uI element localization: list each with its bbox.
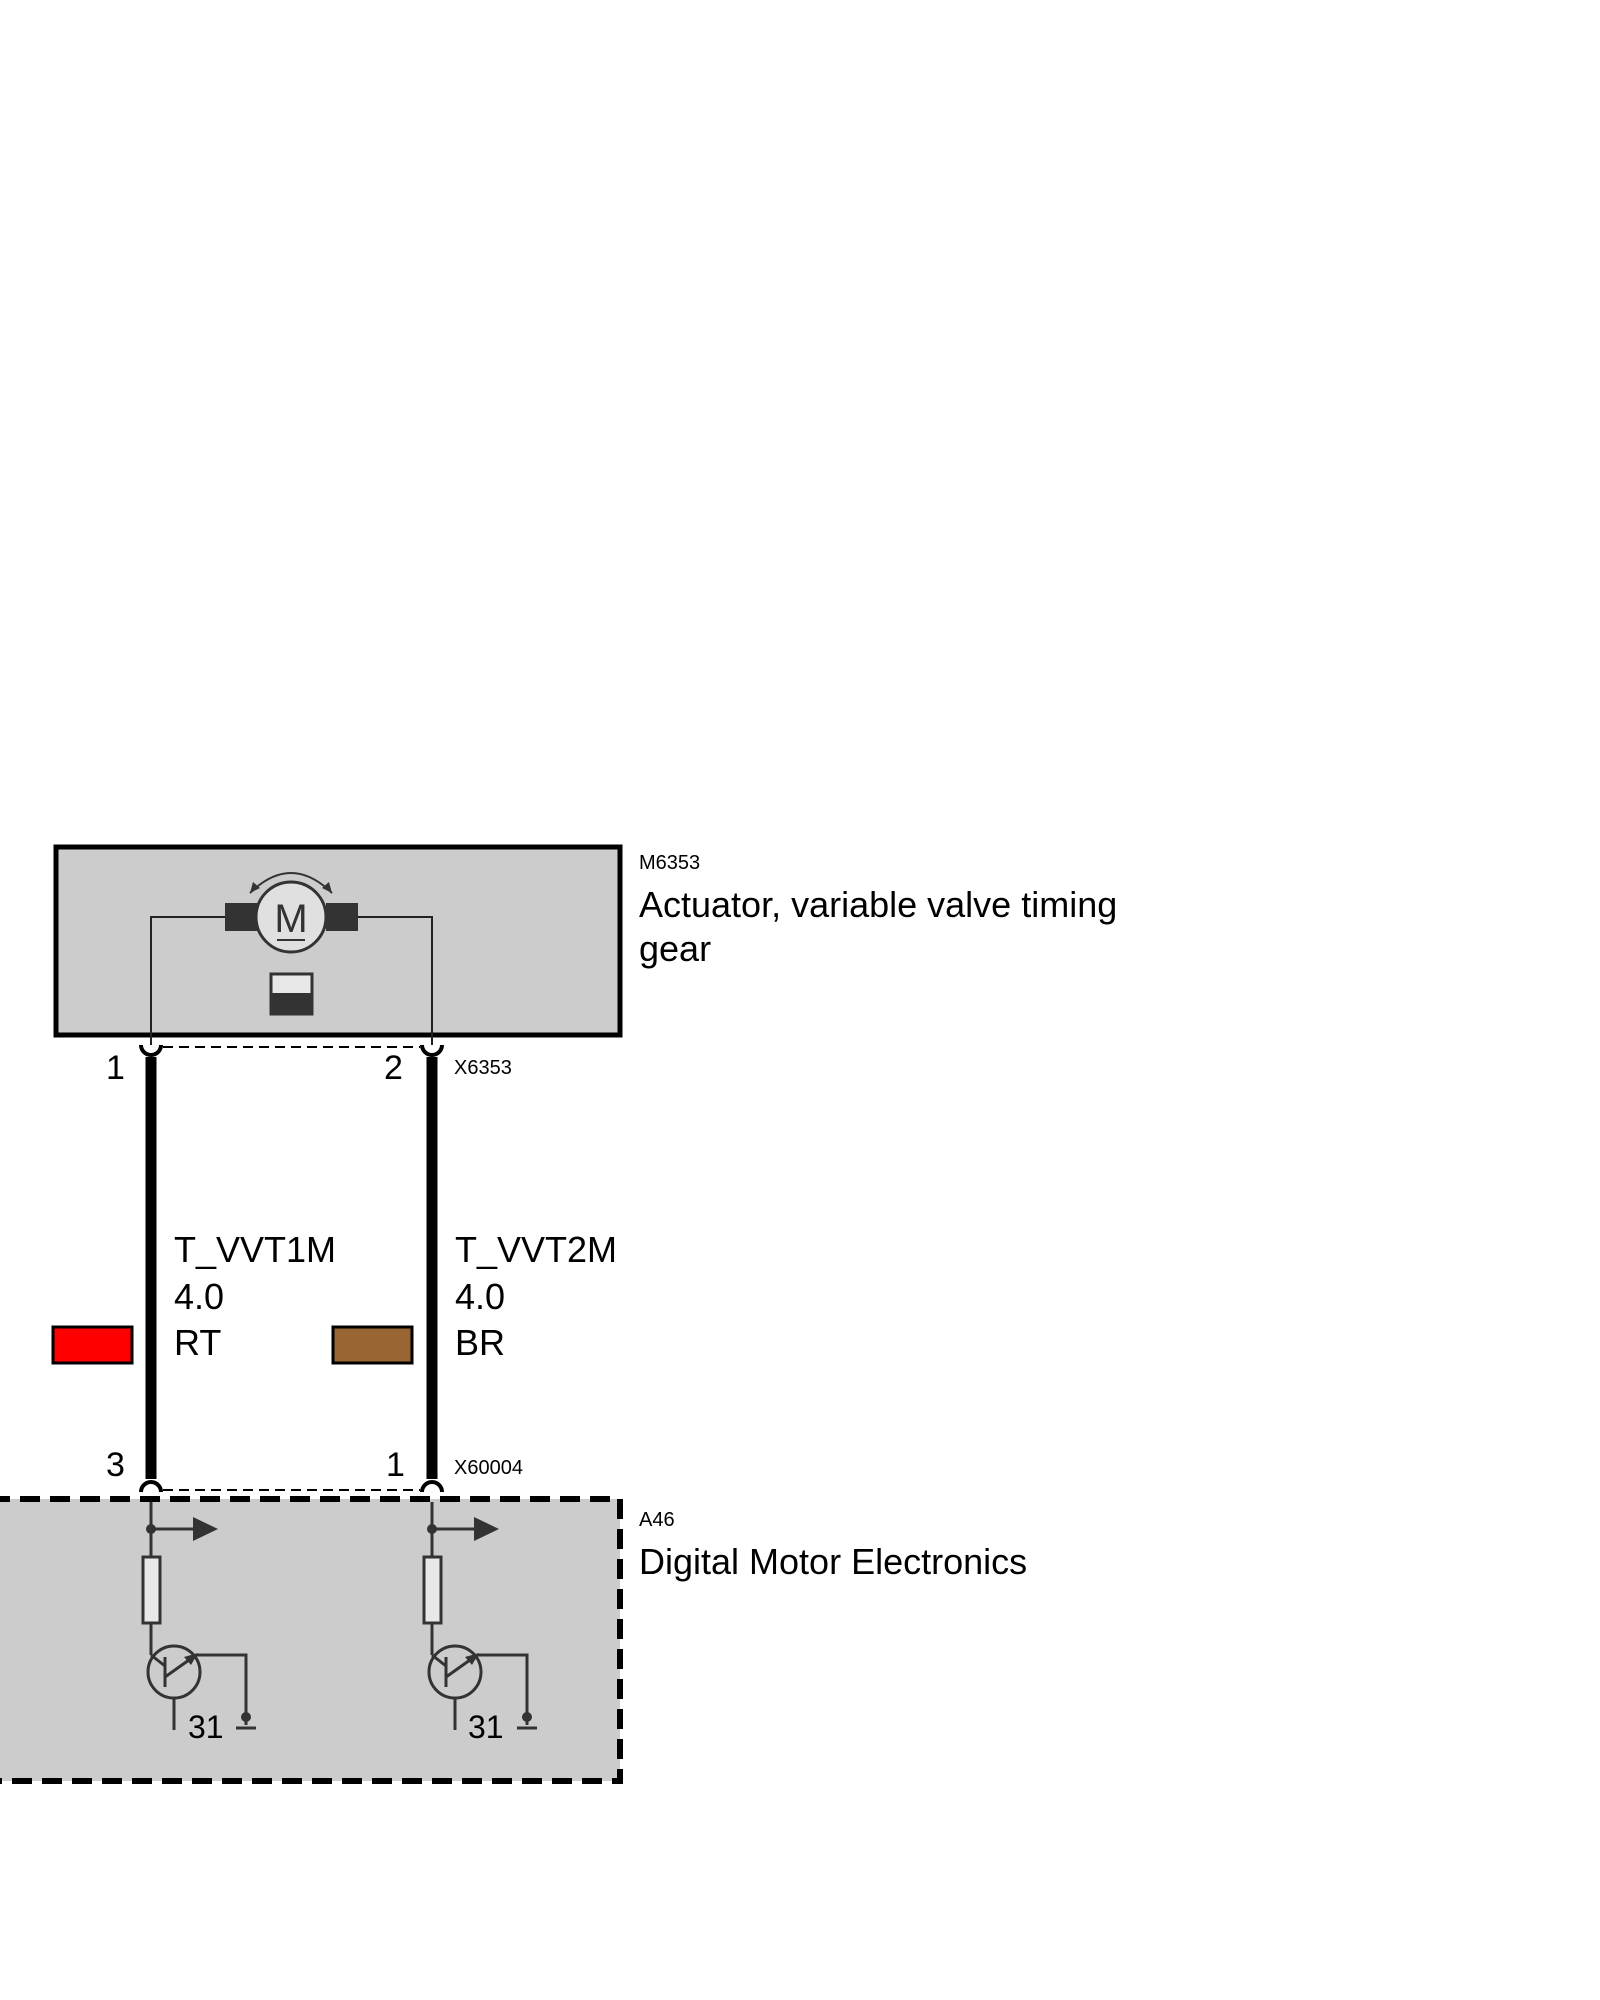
wire-2-size: 4.0	[455, 1276, 505, 1317]
wire-1-signal: T_VVT1M	[174, 1229, 336, 1270]
wire-1-size: 4.0	[174, 1276, 224, 1317]
actuator-title-2: gear	[639, 928, 711, 969]
wire-2-signal: T_VVT2M	[455, 1229, 617, 1270]
transistor-icon	[427, 1644, 483, 1730]
ground-label-right: 31	[468, 1709, 504, 1745]
resistor-icon	[422, 1555, 443, 1625]
actuator-title-1: Actuator, variable valve timing	[639, 884, 1117, 925]
connector-bottom-id: X60004	[454, 1457, 523, 1479]
connector-x60004	[139, 1480, 444, 1493]
output-stage-left	[141, 1502, 256, 1730]
wire-2-color-swatch	[331, 1325, 414, 1365]
connector-top-pin-right: 2	[384, 1049, 403, 1087]
ground-label-left: 31	[188, 1709, 224, 1745]
signal-arrow-icon	[474, 1517, 499, 1541]
control-unit-housing	[0, 1496, 623, 1784]
connector-top-pin-left: 1	[106, 1049, 125, 1087]
connector-bottom-pin-left: 3	[106, 1446, 125, 1484]
connector-x6353	[139, 1044, 444, 1057]
wire-1-color-swatch	[51, 1325, 134, 1365]
wire-2-color-code: BR	[455, 1322, 505, 1363]
position-sensor-icon	[269, 972, 314, 1016]
output-stage-right	[422, 1502, 537, 1730]
signal-arrow-icon	[193, 1517, 218, 1541]
control-unit-id: A46	[639, 1509, 675, 1531]
actuator-housing	[53, 844, 623, 1045]
motor-icon: M	[225, 872, 358, 954]
actuator-id: M6353	[639, 852, 700, 874]
resistor-icon	[141, 1555, 162, 1625]
control-unit-title: Digital Motor Electronics	[639, 1541, 1027, 1582]
connector-bottom-pin-right: 1	[386, 1446, 405, 1484]
wire-1-color-code: RT	[174, 1322, 221, 1363]
connector-top-id: X6353	[454, 1057, 512, 1079]
transistor-icon	[146, 1644, 202, 1730]
motor-letter: M	[274, 897, 307, 941]
